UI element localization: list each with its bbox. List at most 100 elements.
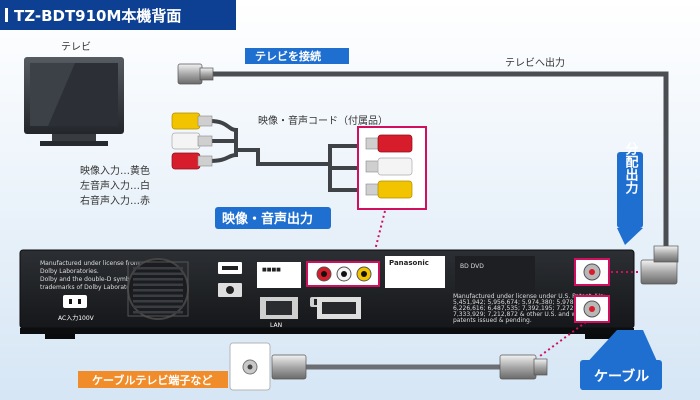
coax-plug-tv-nut (199, 67, 214, 81)
d-terminal-socket (322, 302, 356, 314)
split-output-label: 分配出力 (623, 141, 639, 195)
patent-line-1: Manufactured under license under U.S. Pa… (453, 293, 605, 300)
license-line-2: Dolby Laboratories. (40, 268, 99, 275)
lan-label: LAN (270, 322, 282, 329)
cable-tag (580, 360, 662, 390)
recorder-rear-panel: Manufactured under license from Dolby La… (19, 249, 635, 339)
av-output-tag (215, 207, 331, 229)
coax-plug-tv-end (177, 63, 203, 85)
audio-right-jack-hole (321, 271, 327, 277)
video-jack-hole (361, 271, 367, 277)
rca-plug-yellow-left (171, 112, 201, 130)
patent-line-5: patents issued & pending. (453, 317, 532, 324)
rca-plug-yellow-left-tip (197, 115, 213, 127)
optical-out-hole (226, 286, 234, 294)
tv: テレビ (24, 41, 124, 146)
info-sticker-text: ■■■■ (262, 267, 281, 273)
rca-plug-red-right (377, 134, 413, 153)
fan-slot (133, 305, 183, 308)
tv-label: テレビ (61, 41, 91, 53)
device-foot-right (585, 334, 615, 339)
av-cord-label: 映像・音声コード（付属品） (258, 114, 388, 127)
cable-input-connection: ケーブルテレビ端子など ケーブル (78, 321, 662, 391)
av-cord-cable-device-bot (258, 162, 365, 192)
rca-plug-red-left (171, 152, 201, 170)
coax-plug-device-nut (533, 358, 548, 376)
fan-slot (133, 300, 183, 303)
av-dotted-pointer (371, 210, 386, 263)
cable-tv-terminal-label: ケーブルテレビ端子など (92, 373, 212, 387)
license-line-1: Manufactured under license from (40, 260, 140, 267)
header-title: TZ-BDT910M本機背面 (14, 7, 181, 25)
device-foot-left (45, 334, 75, 339)
av-cord-cable-mid (210, 139, 238, 150)
patent-line-3: 6,226,616; 6,487,535; 7,392,195; 7,272,5… (453, 305, 589, 312)
rca-plug-white-left-tip (197, 135, 213, 147)
header-marker (5, 8, 8, 22)
coax-plug-split (640, 259, 678, 285)
ac-input-label: AC入力100V (58, 314, 95, 322)
to-tv-output-label: テレビへ出力 (505, 56, 565, 69)
patent-line-4: 7,333,929; 7,212,872 & other U.S. and wo… (453, 311, 602, 318)
fan-frame (127, 261, 189, 317)
rating-label (385, 256, 445, 288)
rca-plugs-tv-side (171, 112, 213, 170)
logo-area (455, 256, 535, 292)
audio-left-label: 左音声入力…白 (80, 179, 150, 192)
split-output-tag (617, 152, 643, 228)
tv-stand (52, 134, 96, 141)
tv-reflection (30, 63, 75, 126)
cable-in-port-center (589, 306, 595, 312)
audio-right-label: 右音声入力…赤 (80, 194, 150, 207)
split-out-port-center (589, 269, 595, 275)
rca-plugs-device-side (365, 134, 413, 199)
usb-port-slot (222, 266, 238, 270)
header-bar (0, 0, 236, 30)
header: TZ-BDT910M本機背面 (0, 0, 236, 30)
antenna-cable-line (212, 71, 669, 248)
wall-terminal-center (247, 364, 253, 370)
coax-plug-split-nut (653, 245, 679, 263)
fan-slot (133, 283, 183, 286)
fan-slot (133, 272, 183, 275)
logo-text: BD DVD (460, 263, 484, 270)
device-bottom (20, 328, 634, 334)
av-cord: 映像・音声コード（付属品） (171, 112, 427, 263)
tv-input-labels: 映像入力…黄色 左音声入力…白 右音声入力…赤 (80, 164, 150, 207)
info-sticker (257, 262, 301, 288)
cable-label: ケーブル (594, 368, 649, 385)
license-line-4: trademarks of Dolby Laboratories. (40, 284, 143, 291)
audio-left-jack-hole (341, 271, 347, 277)
patent-line-2: 5,451,942; 5,956,674; 5,974,380; 5,978,7… (453, 299, 589, 306)
antenna-cable-to-tv: テレビを接続 テレビへ出力 (177, 48, 669, 248)
rca-plug-red-left-tip (197, 155, 213, 167)
rca-plug-white-right (377, 157, 413, 176)
ac-pin-right (78, 299, 81, 304)
connect-tv-tag (245, 48, 349, 64)
av-output-label: 映像・音声出力 (222, 211, 313, 227)
license-line-3: Dolby and the double-D symbol are (40, 276, 147, 283)
rca-plug-white-left (171, 132, 201, 150)
ac-inlet (63, 295, 87, 308)
coax-plug-wall-end (271, 354, 307, 380)
av-output-callout: 映像・音声出力 (215, 207, 331, 229)
video-input-label: 映像入力…黄色 (80, 164, 150, 177)
fan-slot (133, 267, 183, 270)
fan-slot (133, 289, 183, 292)
split-output-connection: 分配出力 (611, 141, 679, 285)
brand-label: Panasonic (389, 259, 429, 267)
ac-pin-left (69, 299, 72, 304)
lan-port-socket (266, 301, 292, 315)
av-cord-cable-bot (209, 150, 238, 163)
fan-slots (133, 267, 183, 314)
rca-plug-yellow-right (377, 180, 413, 199)
fan-slot (133, 294, 183, 297)
coax-plug-device-end (499, 354, 537, 380)
cooling-fan-grill (127, 258, 189, 320)
connect-tv-label: テレビを接続 (255, 49, 321, 63)
split-output-pointer (617, 228, 643, 245)
fan-slot (133, 278, 183, 281)
tv-base (40, 141, 108, 146)
fan-slot (133, 311, 183, 314)
